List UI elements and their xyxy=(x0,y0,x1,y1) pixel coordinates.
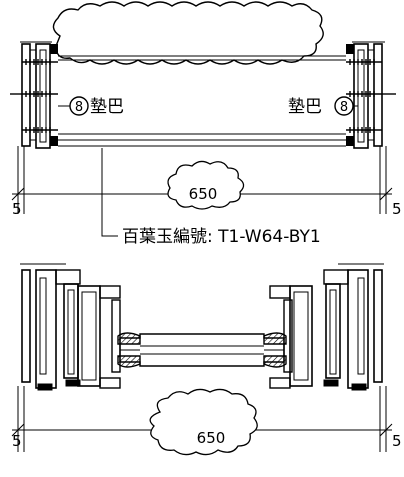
edge-mark-right-top: 5 xyxy=(392,200,402,218)
left-frame-bottom xyxy=(20,263,121,391)
bottom-section-view: 5 5 650 xyxy=(11,263,402,456)
edge-mark-right-bottom: 5 xyxy=(392,432,402,450)
seal-right xyxy=(263,332,287,368)
edge-mark-left-bottom: 5 xyxy=(12,432,22,450)
shim-right-number: 8 xyxy=(340,100,348,115)
dimension-value-bottom: 650 xyxy=(197,429,226,447)
right-jamb-top xyxy=(346,43,383,149)
top-section-view: 8 墊巴 墊巴 8 5 5 650 百葉玉編號: T1-W64-BY1 xyxy=(10,1,402,247)
shim-right-text: 墊巴 xyxy=(288,97,322,117)
louver-code-callout: 百葉玉編號: T1-W64-BY1 xyxy=(122,227,321,247)
anchor-screws xyxy=(10,59,396,133)
dimension-value-top: 650 xyxy=(189,185,218,203)
shim-label-right: 墊巴 8 xyxy=(288,96,358,117)
revision-cloud-bottom xyxy=(149,388,258,456)
seal-left xyxy=(117,332,141,368)
louver-blade-profile xyxy=(117,332,287,368)
edge-mark-left-top: 5 xyxy=(12,200,22,218)
right-frame-bottom xyxy=(269,263,384,391)
shim-left-number: 8 xyxy=(75,100,83,115)
shim-label-left: 8 墊巴 xyxy=(58,96,124,117)
left-jamb-top xyxy=(21,43,58,149)
shim-left-text: 墊巴 xyxy=(90,97,124,117)
dimension-cloud-top xyxy=(167,160,245,210)
revision-cloud-top xyxy=(52,1,324,65)
